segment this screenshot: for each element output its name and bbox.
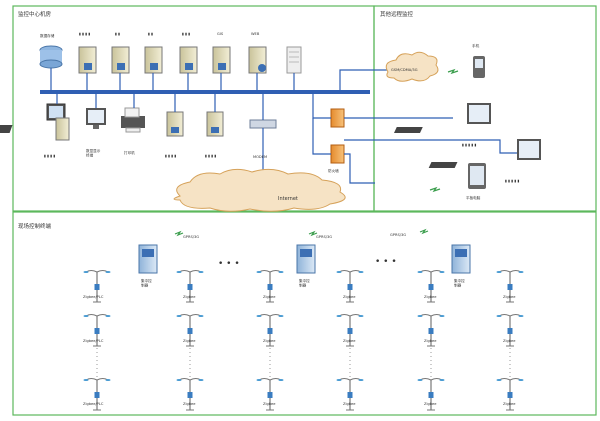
ellipsis: • • • (375, 257, 397, 267)
tablet-label: 平板电脑 (466, 195, 481, 200)
monitoring-center-title: 监控中心机房 (18, 10, 52, 18)
zigbee-label: Zigbee (183, 339, 196, 343)
database-icon (39, 45, 63, 92)
remote-pc-label: ▮ ▮ ▮ ▮ ▮ (505, 179, 519, 183)
gprs-label: GPRS/3G (183, 235, 199, 239)
remote-pc-icon (428, 139, 541, 168)
zigbee-plc-label: Zigbee/PLC (83, 402, 104, 406)
gprs-label: GPRS/3G (316, 235, 332, 239)
server-icon (144, 46, 163, 92)
zigbee-label: Zigbee (343, 339, 356, 343)
zigbee-label: Zigbee (424, 339, 437, 343)
client-label: ▮ ▮ ▮ ▮ (165, 154, 176, 158)
wan-label: GSM/CDMA/3G (391, 68, 418, 72)
modem-icon (249, 92, 277, 180)
ellipsis: • • • (218, 259, 240, 269)
controller-icon (138, 244, 158, 274)
monitor-icon (86, 92, 106, 129)
street-light-grid (82, 269, 525, 411)
client-server-icon (166, 92, 184, 137)
signal-icon (429, 186, 441, 193)
modem-label: MODEM (253, 155, 267, 159)
internet-label: Internet (278, 196, 298, 202)
client-label: ▮ ▮ ▮ ▮ (205, 154, 216, 158)
server-icon (78, 46, 97, 92)
controller-label: 集中控制器 (141, 278, 152, 288)
phone-label: 手机 (472, 43, 480, 48)
web-server-icon (248, 46, 267, 92)
web-label: WEB (251, 32, 260, 36)
internet-cloud-icon (173, 168, 346, 212)
field-control-title: 现场控制终端 (18, 222, 52, 230)
zigbee-label: Zigbee (343, 402, 356, 406)
signal-icon (447, 68, 459, 75)
zigbee-label: Zigbee (183, 295, 196, 299)
server-label: ▮ ▮ (115, 32, 120, 36)
zigbee-label: Zigbee (263, 295, 276, 299)
firewall-icon (330, 108, 345, 128)
firewall-label: 防火墙 (328, 168, 339, 173)
controller-label: 集中控制器 (299, 278, 310, 288)
wan-cloud-icon (385, 51, 439, 82)
rack-server-icon (286, 46, 302, 92)
firewall-icon (330, 144, 345, 164)
client-server-icon (206, 92, 224, 137)
server-label: ▮ ▮ ▮ ▮ (79, 32, 90, 36)
zigbee-label: Zigbee (424, 402, 437, 406)
printer-label: 打印机 (124, 150, 135, 155)
printer-icon (121, 92, 145, 133)
workstation-label: ▮ ▮ ▮ ▮ (44, 154, 55, 158)
gis-server-icon (212, 46, 231, 92)
remote-pc-label: ▮ ▮ ▮ ▮ ▮ (462, 143, 476, 147)
zigbee-label: Zigbee (503, 295, 516, 299)
remote-pc-icon (393, 103, 491, 133)
controller-icon (296, 244, 316, 274)
signal-icon (419, 228, 429, 235)
field-control-box (12, 211, 597, 416)
signal-icon (174, 230, 184, 237)
mobile-phone-icon (473, 56, 485, 78)
tablet-icon (468, 163, 486, 189)
zigbee-label: Zigbee (503, 402, 516, 406)
zigbee-label: Zigbee (183, 402, 196, 406)
gprs-label: GPRS/3G (390, 233, 406, 237)
gis-label: GIS (217, 32, 224, 36)
server-label: ▮ ▮ (148, 32, 153, 36)
remote-monitoring-title: 其他远程监控 (380, 10, 414, 18)
controller-label: 集中控制器 (454, 278, 465, 288)
zigbee-plc-label: Zigbee/PLC (83, 339, 104, 343)
workstation-icon (0, 92, 70, 141)
controller-icon (451, 244, 471, 274)
zigbee-label: Zigbee (263, 402, 276, 406)
server-label: ▮ ▮ ▮ (182, 32, 190, 36)
signal-icon (308, 230, 318, 237)
zigbee-label: Zigbee (424, 295, 437, 299)
zigbee-label: Zigbee (263, 339, 276, 343)
zigbee-label: Zigbee (503, 339, 516, 343)
database-label: 数据存储 (40, 33, 55, 38)
zigbee-label: Zigbee (343, 295, 356, 299)
server-icon (111, 46, 130, 92)
server-icon (179, 46, 198, 92)
display-terminal-label: 数显显示终端 (86, 148, 101, 158)
zigbee-plc-label: Zigbee/PLC (83, 295, 104, 299)
remote-monitoring-box (373, 5, 597, 212)
